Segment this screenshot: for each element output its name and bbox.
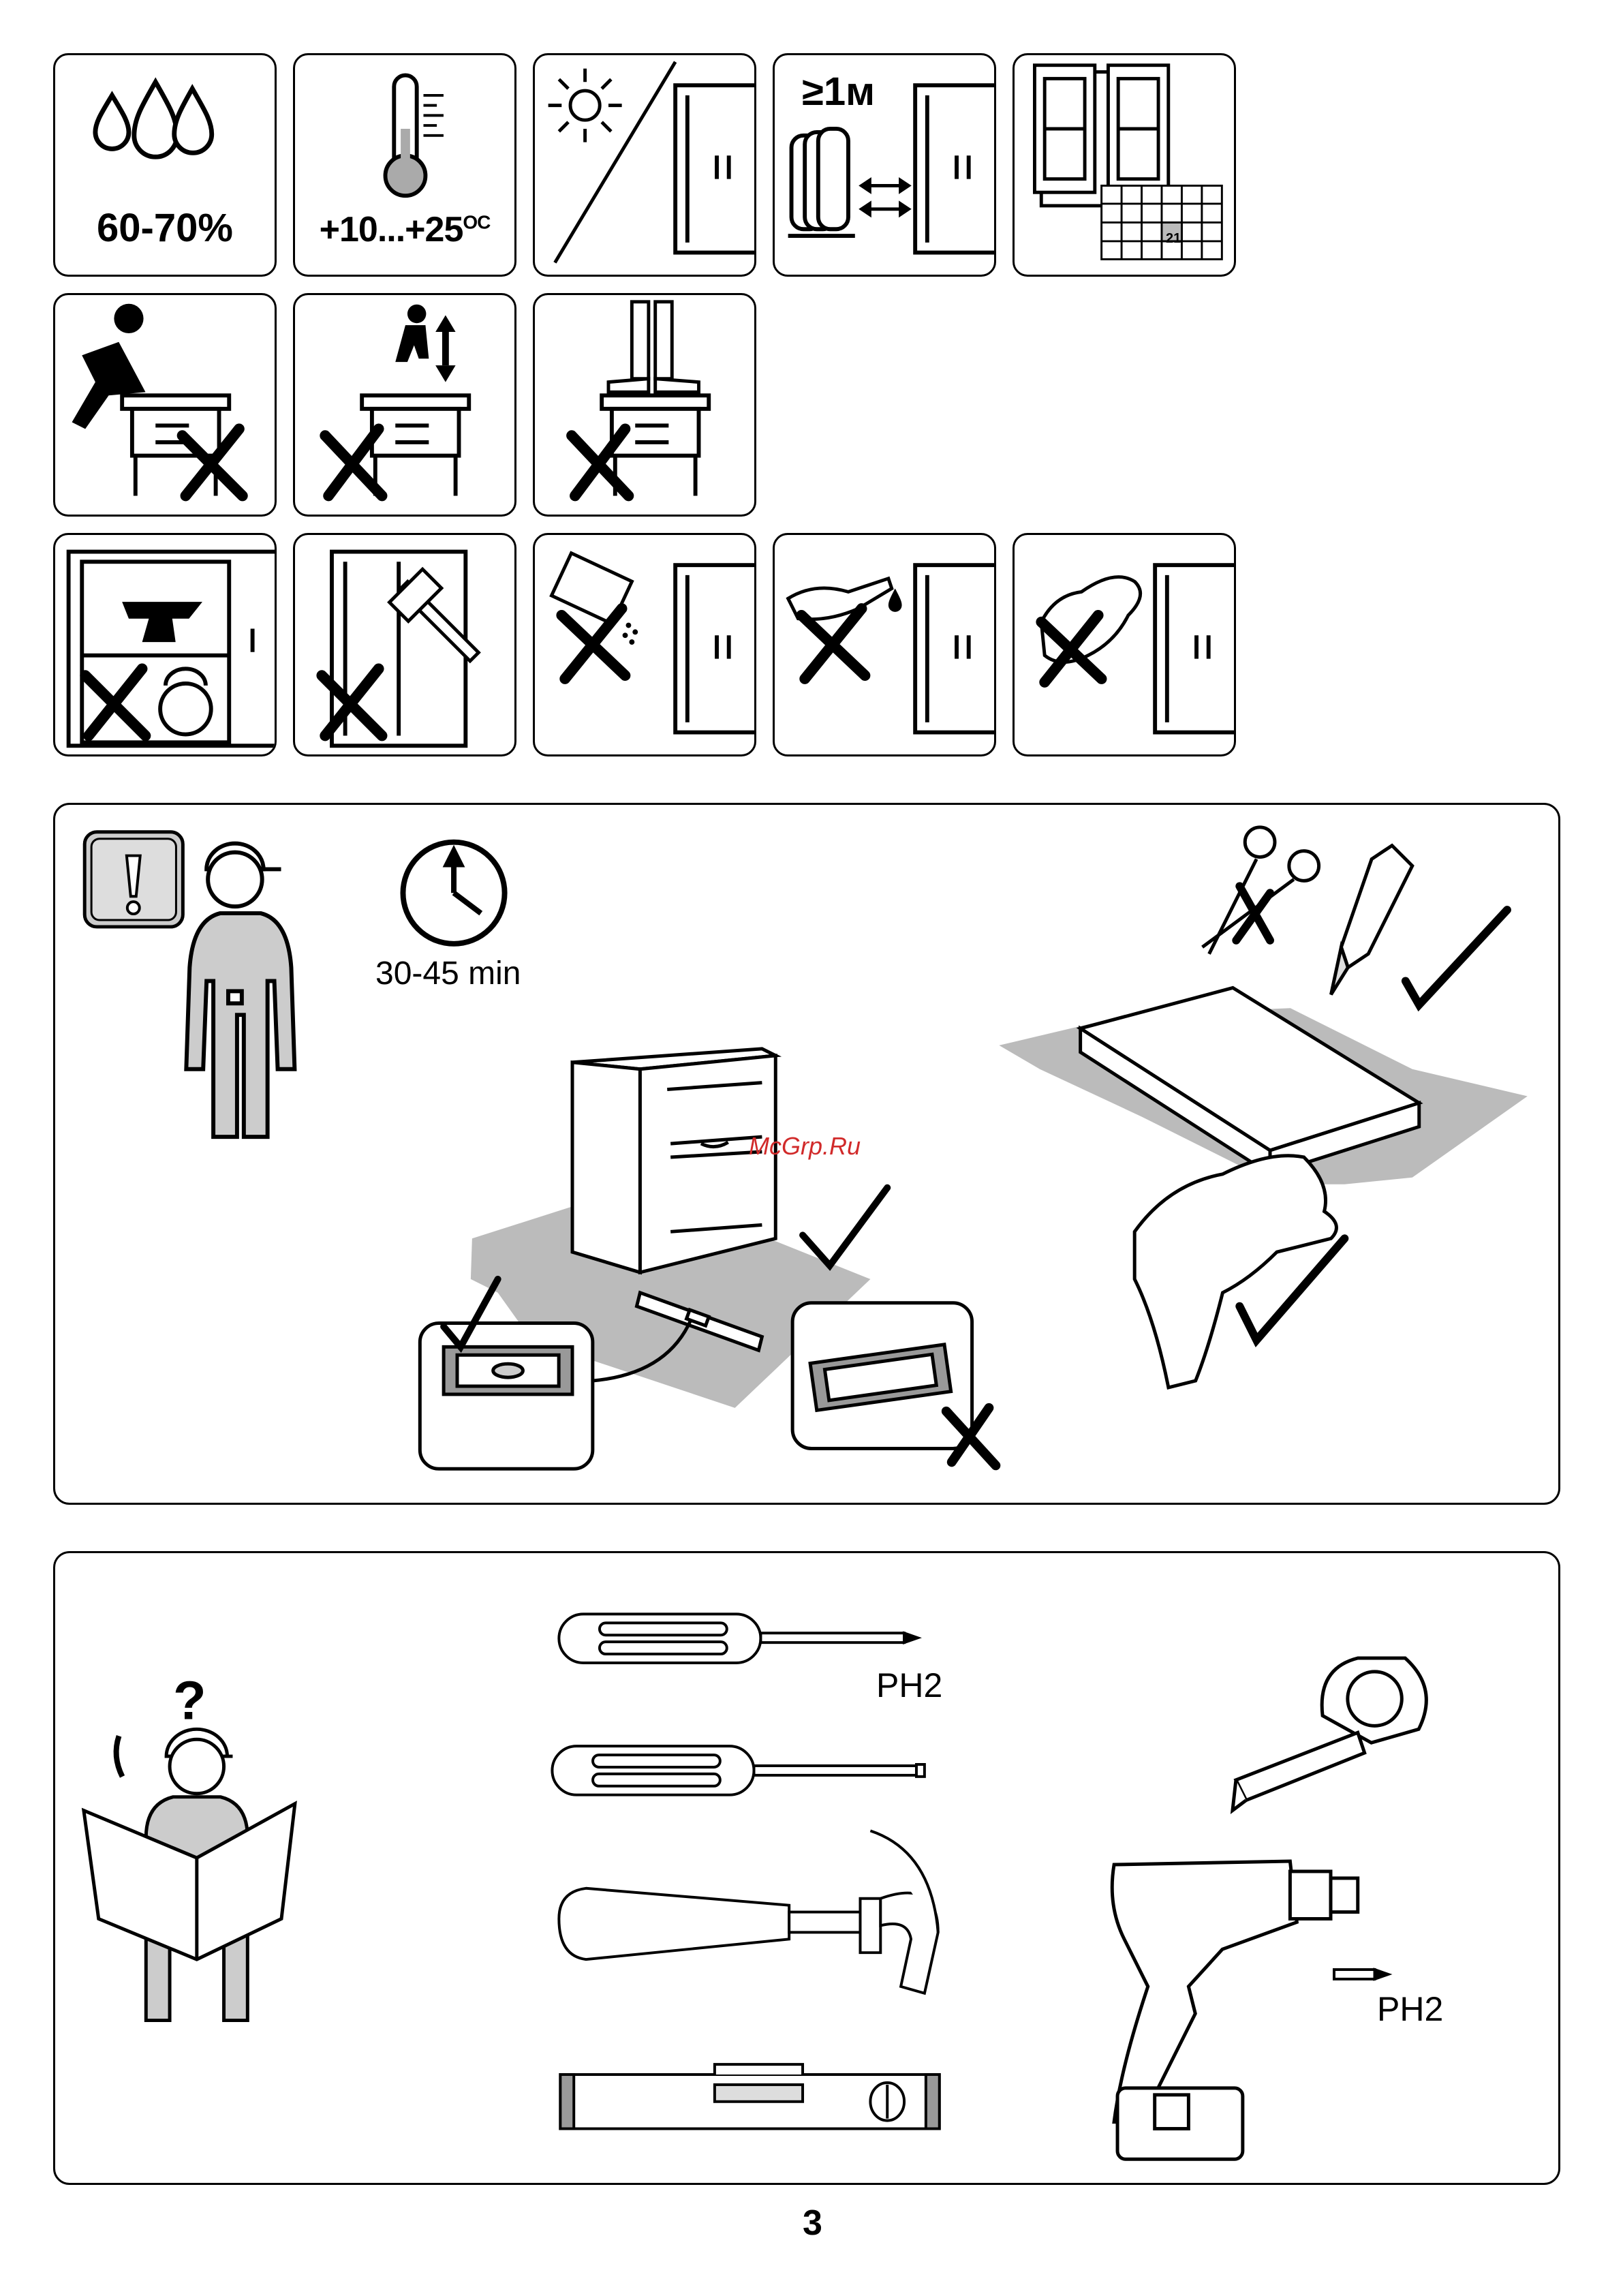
checkmark-icon [1406,910,1507,1005]
droplets-icon [623,623,638,645]
calendar-day: 21 [1166,231,1181,247]
svg-text:?: ? [173,1670,206,1730]
temperature-tile: +10...+25OC [293,53,516,277]
wardrobe-icon [915,85,994,252]
clock-icon [403,842,504,944]
page-number: 3 [803,2203,822,2244]
humidity-label: 60-70% [55,205,275,251]
no-direct-sunlight-tile [533,53,756,277]
no-sitting-tile [53,293,277,517]
no-chemicals-tile [773,533,996,756]
worker-icon [186,844,294,1137]
checkmark-icon [803,1188,887,1266]
cross-icon [801,609,865,679]
sun-icon [548,69,622,142]
flathead-screwdriver-icon [552,1746,924,1795]
duration-label: 30-45 min [375,955,521,992]
no-rough-cloth-tile [1013,533,1236,756]
preparation-panel: 30-45 min McGrp.Ru [53,803,1560,1505]
ph2-drill-bit-label: PH2 [1377,1989,1443,2029]
ventilation-tile: 21 [1013,53,1236,277]
no-heavy-load-tile [53,533,277,756]
level-bad-callout [792,1303,972,1449]
scissors-icon [1203,827,1319,954]
watermark-text: McGrp.Ru [749,1132,861,1161]
level-tool-icon [560,2064,939,2128]
utility-knife-icon [1331,846,1412,995]
cross-icon [561,609,625,679]
double-arrow-icon [862,181,909,215]
wardrobe-icon [675,565,754,732]
window-icon [1034,65,1168,206]
tools-panel: ? [53,1551,1560,2185]
calendar-icon [1102,185,1222,259]
ph2-screwdriver-label: PH2 [876,1666,942,1705]
humidity-tile: 60-70% [53,53,277,277]
heater-distance-tile: ≥1м [773,53,996,277]
distance-label: ≥1м [802,69,875,114]
cross-icon [572,429,628,495]
temperature-range: +10...+25 [320,210,463,249]
tape-measure-icon [1233,1658,1426,1811]
wardrobe-icon [1155,565,1234,732]
radiator-icon [788,129,855,236]
wardrobe-icon [675,85,754,252]
up-down-arrow-icon [435,315,455,382]
warning-icon [84,832,183,927]
wardrobe-icon [915,565,994,732]
cordless-drill-icon [1112,1861,1358,2159]
person-jumping-icon [395,305,429,362]
drill-bit-icon [1334,1970,1388,1979]
desk-icon [362,395,469,495]
no-stepping-tile [533,293,756,517]
no-standing-tile [293,293,516,517]
temperature-unit: OC [463,212,490,233]
drop-icon [888,589,902,612]
no-hammering-tile [293,533,516,756]
desk-icon [122,395,229,495]
cross-icon [1236,886,1270,940]
phillips-screwdriver-icon [559,1614,918,1663]
legs-standing-icon [608,302,699,393]
temperature-label: +10...+25OC [295,209,514,250]
hammer-icon [559,1831,938,1993]
no-wet-cloth-tile [533,533,756,756]
hand-icon [1134,1156,1336,1388]
consult-instructions-icon: ? [84,1670,295,2020]
nightstand-icon [572,1049,775,1272]
